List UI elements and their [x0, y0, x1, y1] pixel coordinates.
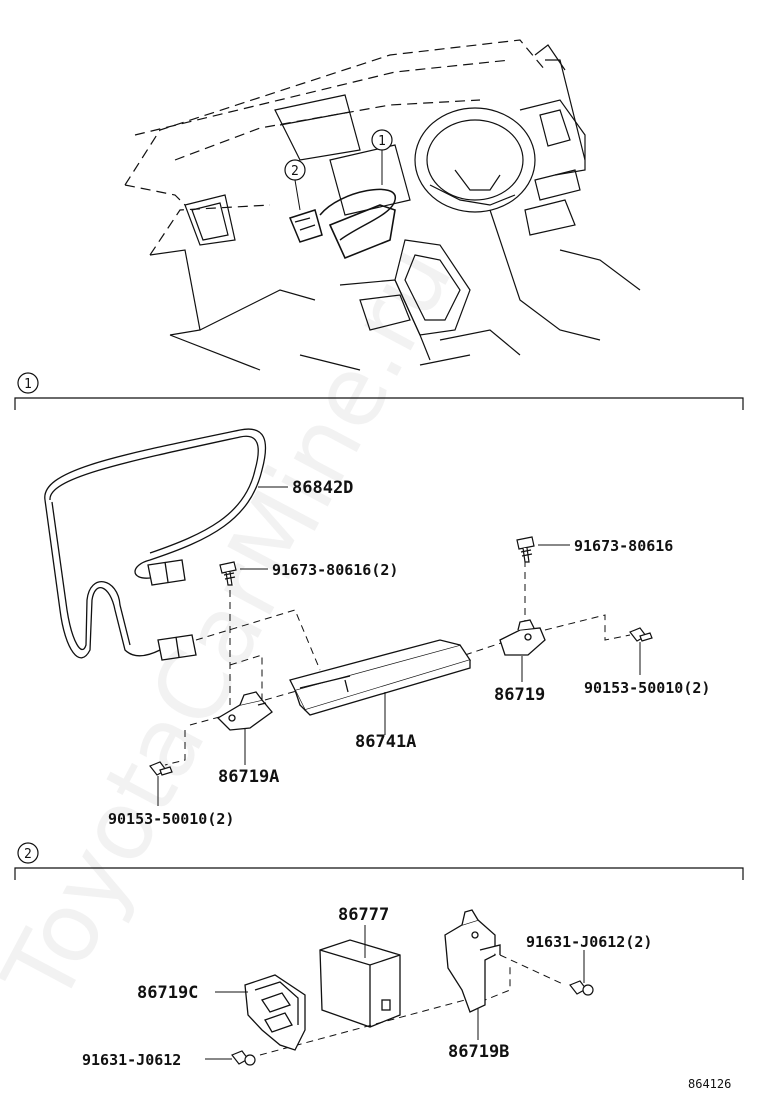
svg-text:1: 1	[24, 377, 32, 392]
label-86719C: 86719C	[137, 983, 198, 1003]
label-90153-50010-left: 90153-50010(2)	[108, 810, 234, 828]
overview-callout-2: 2	[284, 159, 306, 211]
label-86842D: 86842D	[292, 478, 353, 498]
label-86719: 86719	[494, 685, 545, 705]
label-90153-50010-right: 90153-50010(2)	[584, 679, 710, 697]
bolt-91673-80616-right	[516, 536, 535, 563]
svg-text:2: 2	[291, 164, 299, 179]
bracket-86719	[499, 619, 546, 656]
label-86719B: 86719B	[448, 1042, 509, 1062]
label-91631-J0612: 91631-J0612	[82, 1051, 181, 1069]
screw-90153-50010-left	[149, 761, 173, 776]
label-86777: 86777	[338, 905, 389, 925]
section-1-header: 1	[14, 372, 744, 410]
dashboard-overview	[124, 39, 641, 371]
label-86719A: 86719A	[218, 767, 279, 787]
assembly-guide-lines-2	[259, 954, 566, 1056]
bracket-86719C	[244, 974, 306, 1051]
overview-callout-1: 1	[371, 129, 393, 185]
section-2-header: 2	[14, 842, 744, 880]
receiver-86777	[319, 939, 401, 1028]
wire-harness-86842D	[44, 428, 267, 661]
bolt-91673-80616-left	[219, 561, 237, 586]
svg-text:1: 1	[378, 134, 386, 149]
screw-90153-50010-right	[629, 627, 653, 642]
bracket-86719A	[216, 691, 273, 731]
label-91673-80616-2: 91673-80616(2)	[272, 561, 398, 579]
screw-91631-J0612	[231, 1050, 256, 1066]
screw-91631-J0612-2	[569, 980, 594, 996]
label-91673-80616: 91673-80616	[574, 537, 673, 555]
label-86741A: 86741A	[355, 732, 416, 752]
label-91631-J0612-2: 91631-J0612(2)	[526, 933, 652, 951]
watermark: ToyotaCarMine.ru	[0, 228, 474, 1022]
amplifier-86741A	[289, 639, 472, 716]
svg-text:2: 2	[24, 847, 32, 862]
illustration-code: 864126	[688, 1077, 731, 1091]
bracket-86719B	[444, 909, 501, 1013]
